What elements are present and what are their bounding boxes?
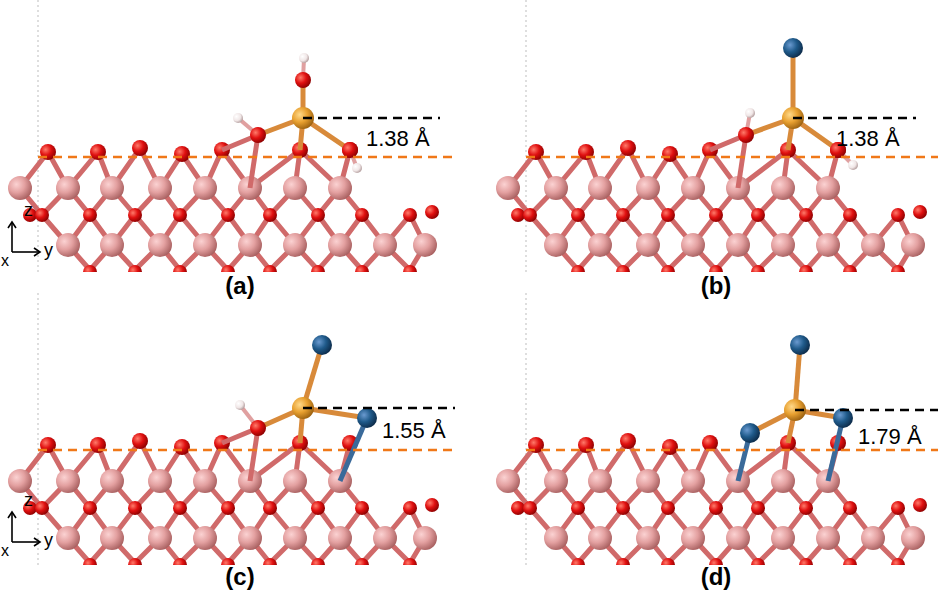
- axis-label: y: [44, 530, 53, 551]
- panel-label: (b): [701, 272, 732, 300]
- distance-label: 1.38 Å: [836, 126, 900, 151]
- axis-label: z: [24, 490, 33, 511]
- axis-label: z: [24, 200, 33, 221]
- axis-label: x: [1, 252, 9, 270]
- panel-label: (d): [701, 563, 732, 591]
- axis-symbol: [8, 222, 40, 546]
- distance-label: 1.55 Å: [382, 418, 446, 443]
- distance-label: 1.38 Å: [366, 126, 430, 151]
- axis-label: y: [44, 240, 53, 261]
- distance-label: 1.79 Å: [858, 424, 922, 449]
- axis-label: x: [1, 542, 9, 560]
- panel-label: (a): [225, 272, 254, 300]
- panel-label: (c): [225, 563, 254, 591]
